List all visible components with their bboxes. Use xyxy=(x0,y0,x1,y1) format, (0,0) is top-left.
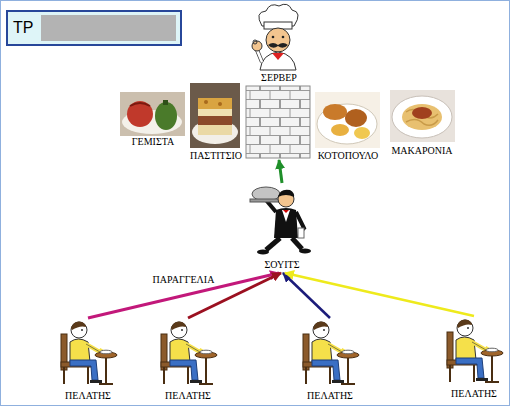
node-label: ΠΕΛΑΤΗΣ xyxy=(451,388,497,399)
customer-node: ΠΕΛΑΤΗΣ xyxy=(156,318,220,402)
node-label: ΓΕΜΙΣΤΑ xyxy=(132,136,174,147)
node-label: ΣΟΥΙΤΣ xyxy=(264,259,299,270)
server-node: ΣΕΡΒΕΡ xyxy=(245,2,313,160)
gemista-photo xyxy=(120,92,185,136)
customer-icon xyxy=(303,322,359,384)
pasta-photo xyxy=(390,90,455,142)
node-label: ΣΕΡΒΕΡ xyxy=(261,72,297,83)
redaction-bar xyxy=(41,15,176,41)
food-item: ΓΕΜΙΣΤΑ xyxy=(118,92,188,148)
chicken-photo xyxy=(315,92,380,148)
order-arrow xyxy=(88,273,279,318)
redaction-bar xyxy=(41,15,176,41)
node-label: ΠΕΛΑΤΗΣ xyxy=(165,390,211,401)
node-label: ΚΟΤΟΠΟΥΛΟ xyxy=(318,150,379,161)
node-label: ΜΑΚΑΡΟΝΙΑ xyxy=(391,145,452,156)
edge-label: ΠΑΡΑΓΓΕΛΙΑ xyxy=(152,274,216,285)
waiter-icon xyxy=(250,187,311,255)
pastitsio-photo xyxy=(190,83,240,148)
title-box: TP xyxy=(6,10,182,46)
waiter-node: ΣΟΥΙΤΣ xyxy=(250,183,314,273)
food-item: ΜΑΚΑΡΟΝΙΑ xyxy=(386,88,458,156)
node-label: ΠΕΛΑΤΗΣ xyxy=(307,390,353,401)
customer-icon xyxy=(161,322,217,384)
order-arrow xyxy=(279,160,282,183)
order-arrow xyxy=(283,273,330,318)
node-label: TP xyxy=(13,18,33,38)
customer-icon xyxy=(61,322,117,384)
order-arrow xyxy=(285,273,474,316)
food-item: ΠΑΣΤΙΤΣΙΟ xyxy=(186,82,246,162)
customer-node: ΠΕΛΑΤΗΣ xyxy=(56,318,120,402)
node-label: ΠΕΛΑΤΗΣ xyxy=(65,390,111,401)
food-item: ΚΟΤΟΠΟΥΛΟ xyxy=(312,90,384,162)
customer-icon xyxy=(447,320,503,382)
chef-icon xyxy=(252,4,298,70)
customer-node: ΠΕΛΑΤΗΣ xyxy=(298,318,362,402)
node-label: ΠΑΣΤΙΤΣΙΟ xyxy=(190,150,242,161)
server-wall xyxy=(246,86,310,158)
customer-node: ΠΕΛΑΤΗΣ xyxy=(442,316,506,400)
